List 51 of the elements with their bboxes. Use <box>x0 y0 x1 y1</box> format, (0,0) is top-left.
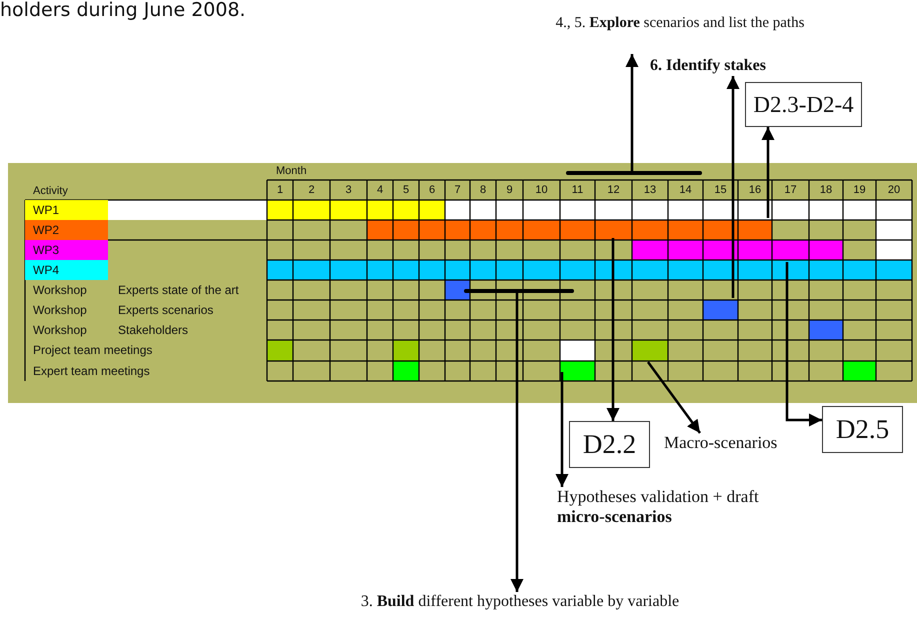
deliverable-box: D2.3-D2-4 <box>745 82 862 127</box>
caption-text: holders during June 2008. <box>0 0 246 22</box>
month-number: 14 <box>678 183 693 198</box>
work-package-label: WP4 <box>25 260 108 280</box>
activity-label: Workshop <box>33 322 87 339</box>
arrow <box>556 372 568 487</box>
arrow <box>726 76 740 298</box>
annotation-text: 4., 5. Explore scenarios and list the paths <box>540 14 820 54</box>
arrow <box>510 291 524 592</box>
work-package-label: WP3 <box>25 240 108 260</box>
arrow <box>762 127 774 218</box>
work-package-label: WP2 <box>25 220 108 240</box>
arrow <box>626 54 638 173</box>
annotation-text: Macro-scenarios <box>664 433 816 457</box>
activity-label: Expert team meetings <box>33 363 150 380</box>
column-header: Month <box>276 164 307 179</box>
month-number: 5 <box>402 183 410 198</box>
month-number: 13 <box>642 183 658 198</box>
month-number: 4 <box>376 183 384 198</box>
month-number: 20 <box>886 183 902 198</box>
month-number: 15 <box>713 183 728 198</box>
activity-label: Workshop <box>33 282 87 299</box>
deliverable-box: D2.5 <box>822 406 903 453</box>
month-number: 1 <box>276 183 284 198</box>
column-header: Activity <box>33 184 68 199</box>
month-number: 9 <box>505 183 514 198</box>
month-number: 7 <box>453 183 462 198</box>
arrow <box>647 361 701 434</box>
deliverable-box: D2.2 <box>569 421 650 468</box>
arrow <box>786 262 822 426</box>
month-number: 17 <box>783 183 798 198</box>
annotation-text: Hypotheses validation + draft micro-scenarios <box>557 487 797 531</box>
month-number: 2 <box>307 183 316 198</box>
month-number: 10 <box>534 183 549 198</box>
activity-label: Stakeholders <box>118 322 188 339</box>
month-number: 19 <box>852 183 867 198</box>
annotation-text: 6. Identify stakes <box>650 56 840 76</box>
work-package-label: WP1 <box>25 200 108 220</box>
activity-label: Project team meetings <box>33 342 152 359</box>
arrow <box>606 238 620 421</box>
activity-label: Experts state of the art <box>118 282 239 299</box>
activity-label: Workshop <box>33 302 87 319</box>
month-number: 16 <box>748 183 762 198</box>
annotation-text: 3. Build different hypotheses variable by variable <box>290 592 750 614</box>
month-number: 11 <box>570 183 584 198</box>
month-number: 18 <box>818 183 834 198</box>
month-number: 8 <box>478 183 488 198</box>
month-number: 12 <box>606 183 621 198</box>
month-number: 3 <box>344 183 353 198</box>
activity-label: Experts scenarios <box>118 302 214 319</box>
month-number: 6 <box>428 183 436 198</box>
